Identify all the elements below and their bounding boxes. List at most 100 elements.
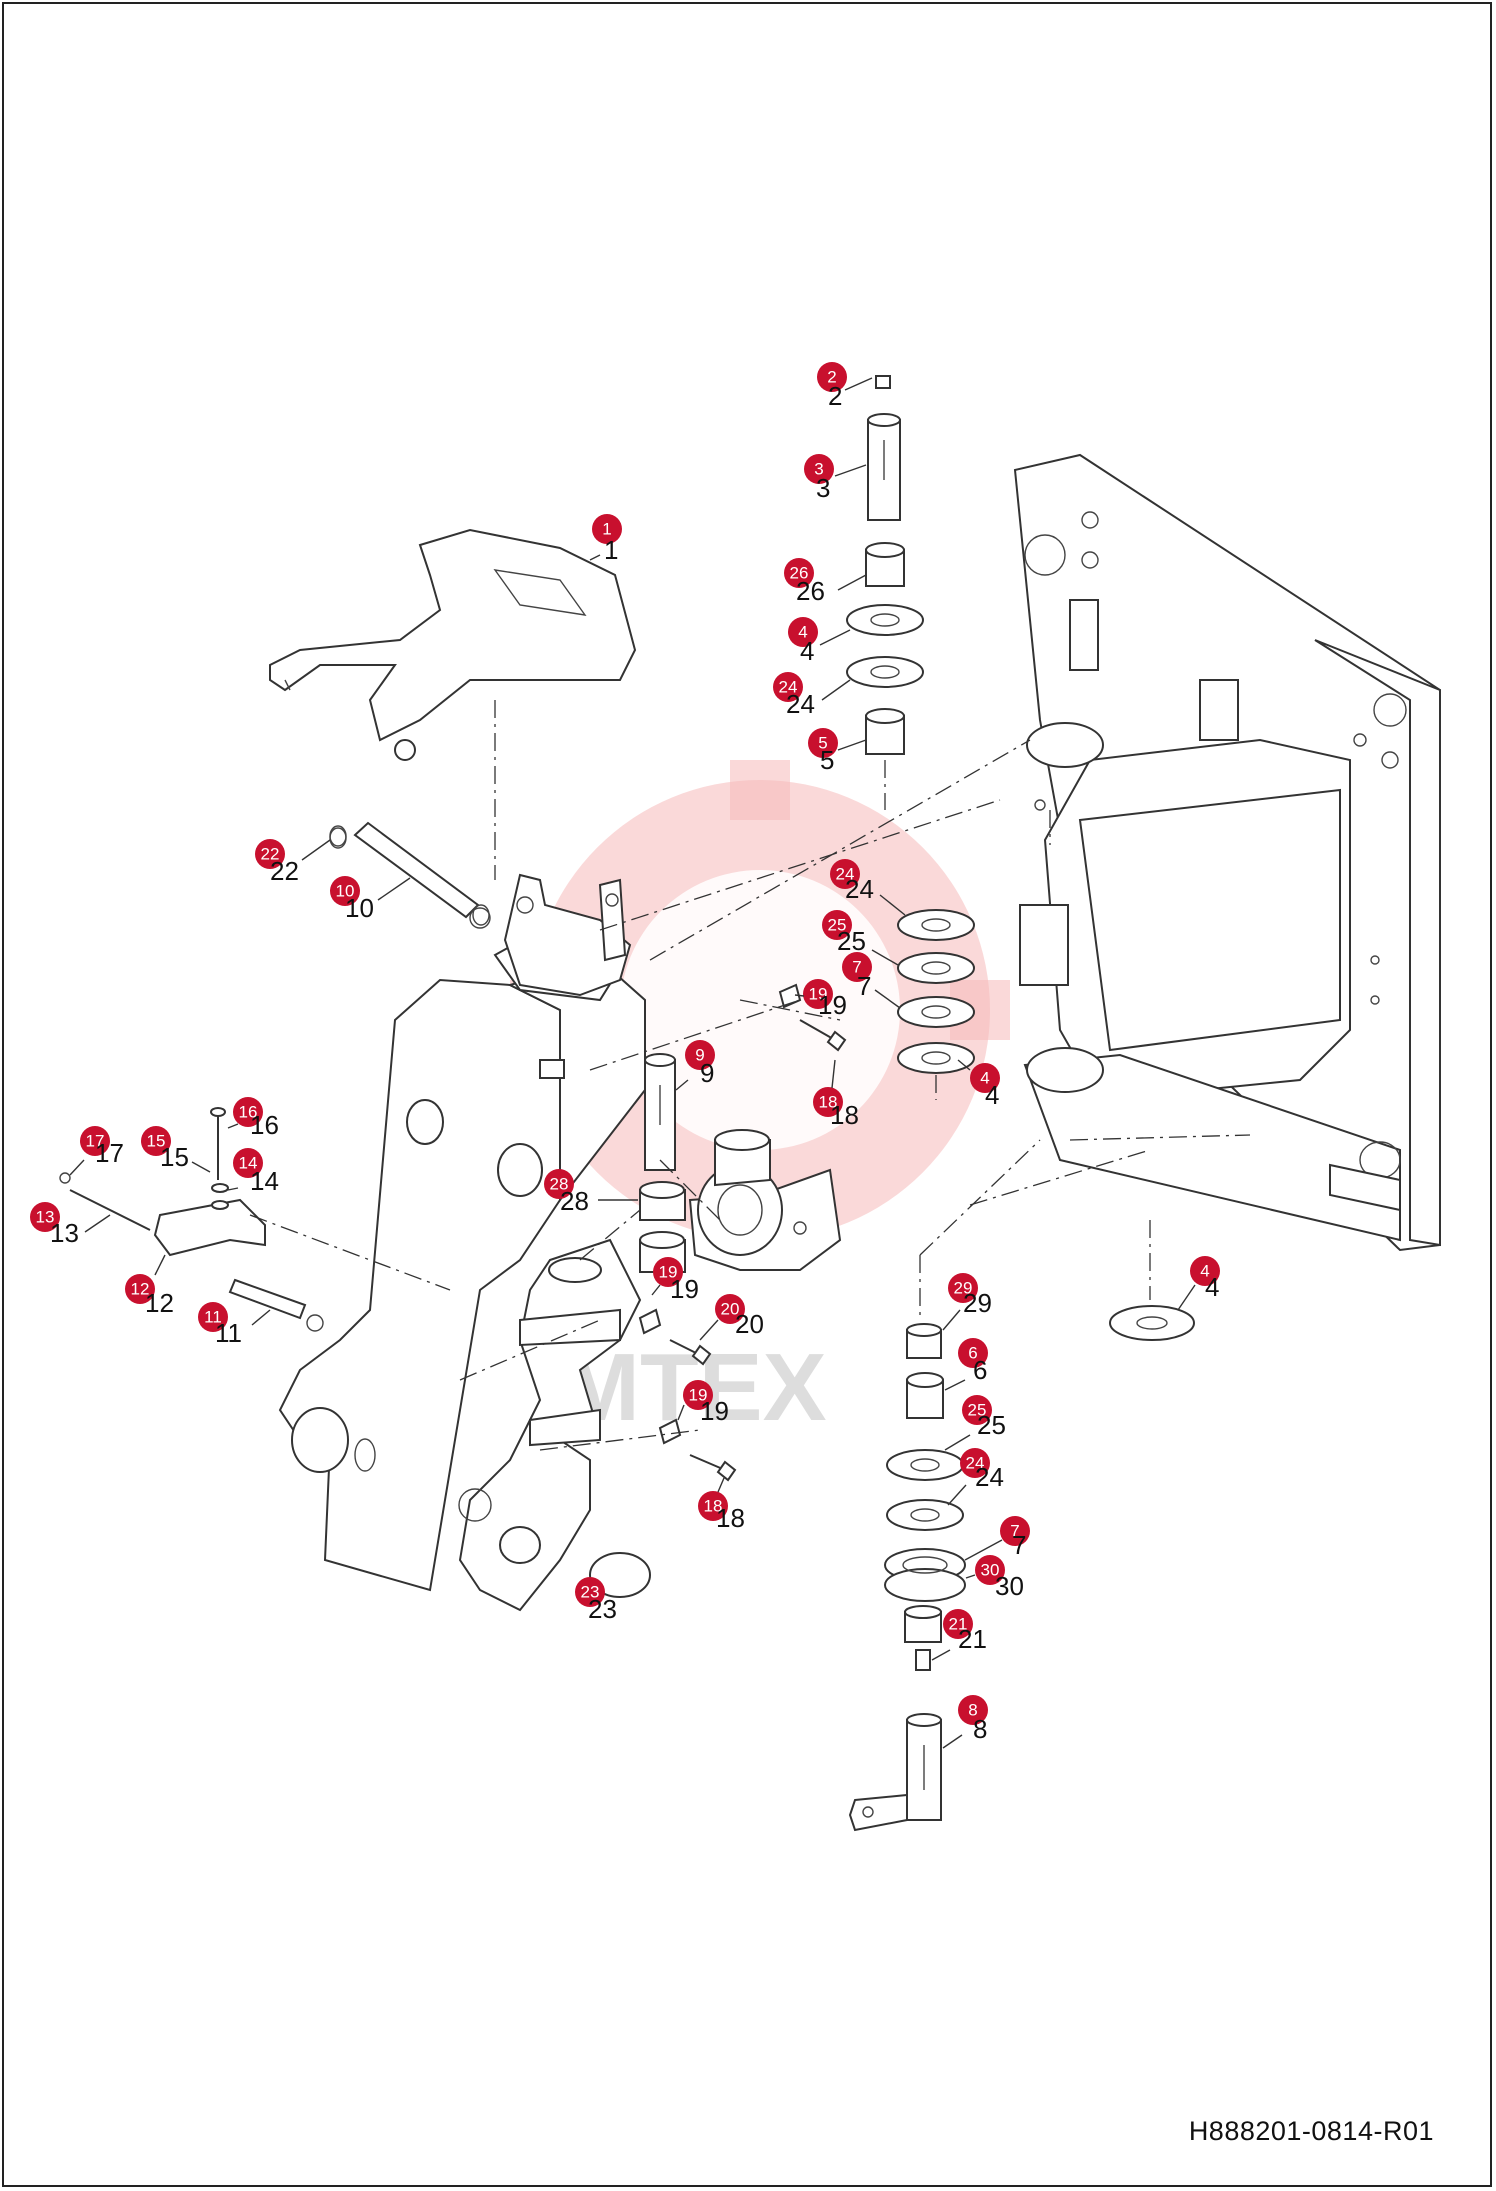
callout-ref: 21 [958,1624,987,1654]
leader-line [301,839,331,861]
callout-number: 15 [147,1132,166,1151]
callout-number: 28 [550,1175,569,1194]
callout-ref: 17 [95,1138,124,1168]
callout-marker [948,1273,978,1303]
leader-line [964,1539,1003,1561]
callout-7-lower: 7 7 [964,1516,1030,1561]
leader-line [837,574,867,591]
callout-number: 25 [968,1401,987,1420]
callout-ref: 12 [145,1288,174,1318]
callout-ref: 22 [270,856,299,886]
callout-number: 24 [836,865,855,884]
callout-ref: 16 [250,1110,279,1140]
leader-line [831,1059,836,1089]
callout-ref: 2 [828,381,842,411]
callout-21: 21 21 [931,1609,987,1661]
callout-ref: 5 [820,745,834,775]
callout-ref: 25 [837,926,866,956]
leader-line [879,894,906,916]
leader-line [84,1214,111,1233]
callout-20: 20 20 [699,1294,764,1341]
callout-number: 4 [798,623,807,642]
callout-marker [842,952,872,982]
callout-26: 26 26 [784,558,867,606]
leader-line [251,1309,271,1326]
callout-marker [198,1302,228,1332]
callout-18-lower: 18 18 [698,1477,745,1533]
swing-bracket [458,1238,651,1612]
callout-marker [970,1063,1000,1093]
callout-24-upper: 24 24 [773,672,851,719]
callout-ref: 18 [716,1503,745,1533]
callout-16: 16 16 [227,1097,279,1140]
callout-marker [813,1087,843,1117]
callout-marker [698,1491,728,1521]
callout-number: 4 [980,1069,989,1088]
callout-ref: 28 [560,1186,589,1216]
callout-number: 20 [721,1300,740,1319]
leader-line [675,1079,689,1091]
callout-ref: 19 [670,1274,699,1304]
callout-number: 7 [852,958,861,977]
callout-number: 4 [1200,1262,1209,1281]
callout-13: 13 13 [30,1202,111,1248]
callout-marker [544,1169,574,1199]
upper-stack [846,375,924,810]
callout-14: 14 14 [227,1148,279,1196]
leader-line [651,1284,661,1296]
leader-line [227,1187,239,1191]
callout-9: 9 9 [675,1040,715,1091]
callout-marker [125,1274,155,1304]
callout-ref: 7 [857,971,871,1001]
callout-5: 5 5 [808,728,867,775]
leader-line [819,629,851,646]
callout-7-middle: 7 7 [842,952,901,1009]
callout-ref: 19 [818,990,847,1020]
callout-ref: 13 [50,1218,79,1248]
callout-marker [80,1126,110,1156]
callout-number: 26 [790,564,809,583]
callout-marker [330,876,360,906]
callout-marker [685,1040,715,1070]
callout-ref: 7 [1012,1530,1026,1560]
callout-number: 10 [336,882,355,901]
callout-marker [803,979,833,1009]
callout-15: 15 15 [141,1126,211,1173]
callout-25-lower: 25 25 [944,1395,1006,1451]
callout-number: 11 [204,1308,222,1327]
leader-line [191,1161,211,1173]
callout-25-middle: 25 25 [822,910,899,966]
lower-stack [848,1323,966,1832]
callout-number: 22 [261,845,280,864]
callout-marker [30,1202,60,1232]
callout-ref: 24 [975,1462,1004,1492]
leader-line [1177,1284,1196,1311]
callout-29: 29 29 [942,1273,992,1331]
leader-line [944,1434,971,1451]
leader-line [377,877,411,901]
callout-number: 19 [809,985,828,1004]
callout-ref: 18 [830,1100,859,1130]
callout-number: 9 [695,1046,704,1065]
callout-marker [784,558,814,588]
callout-number: 14 [239,1154,258,1173]
leader-line [837,739,867,751]
callout-marker [255,839,285,869]
callout-ref: 29 [963,1288,992,1318]
callout-ref: 14 [250,1166,279,1196]
callout-marker [653,1257,683,1287]
mast-upright [278,873,646,1592]
callout-marker [808,728,838,758]
callout-marker [962,1395,992,1425]
callout-number: 5 [818,734,827,753]
callout-ref: 19 [700,1396,729,1426]
callout-4-lower: 4 4 [1177,1256,1220,1311]
callout-number: 8 [968,1701,977,1720]
chassis-frame [1013,453,1441,1252]
leader-line [871,949,899,966]
leader-line [942,1734,963,1749]
leader-line [69,1159,85,1176]
leader-line [844,377,873,391]
callout-marker [1000,1516,1030,1546]
